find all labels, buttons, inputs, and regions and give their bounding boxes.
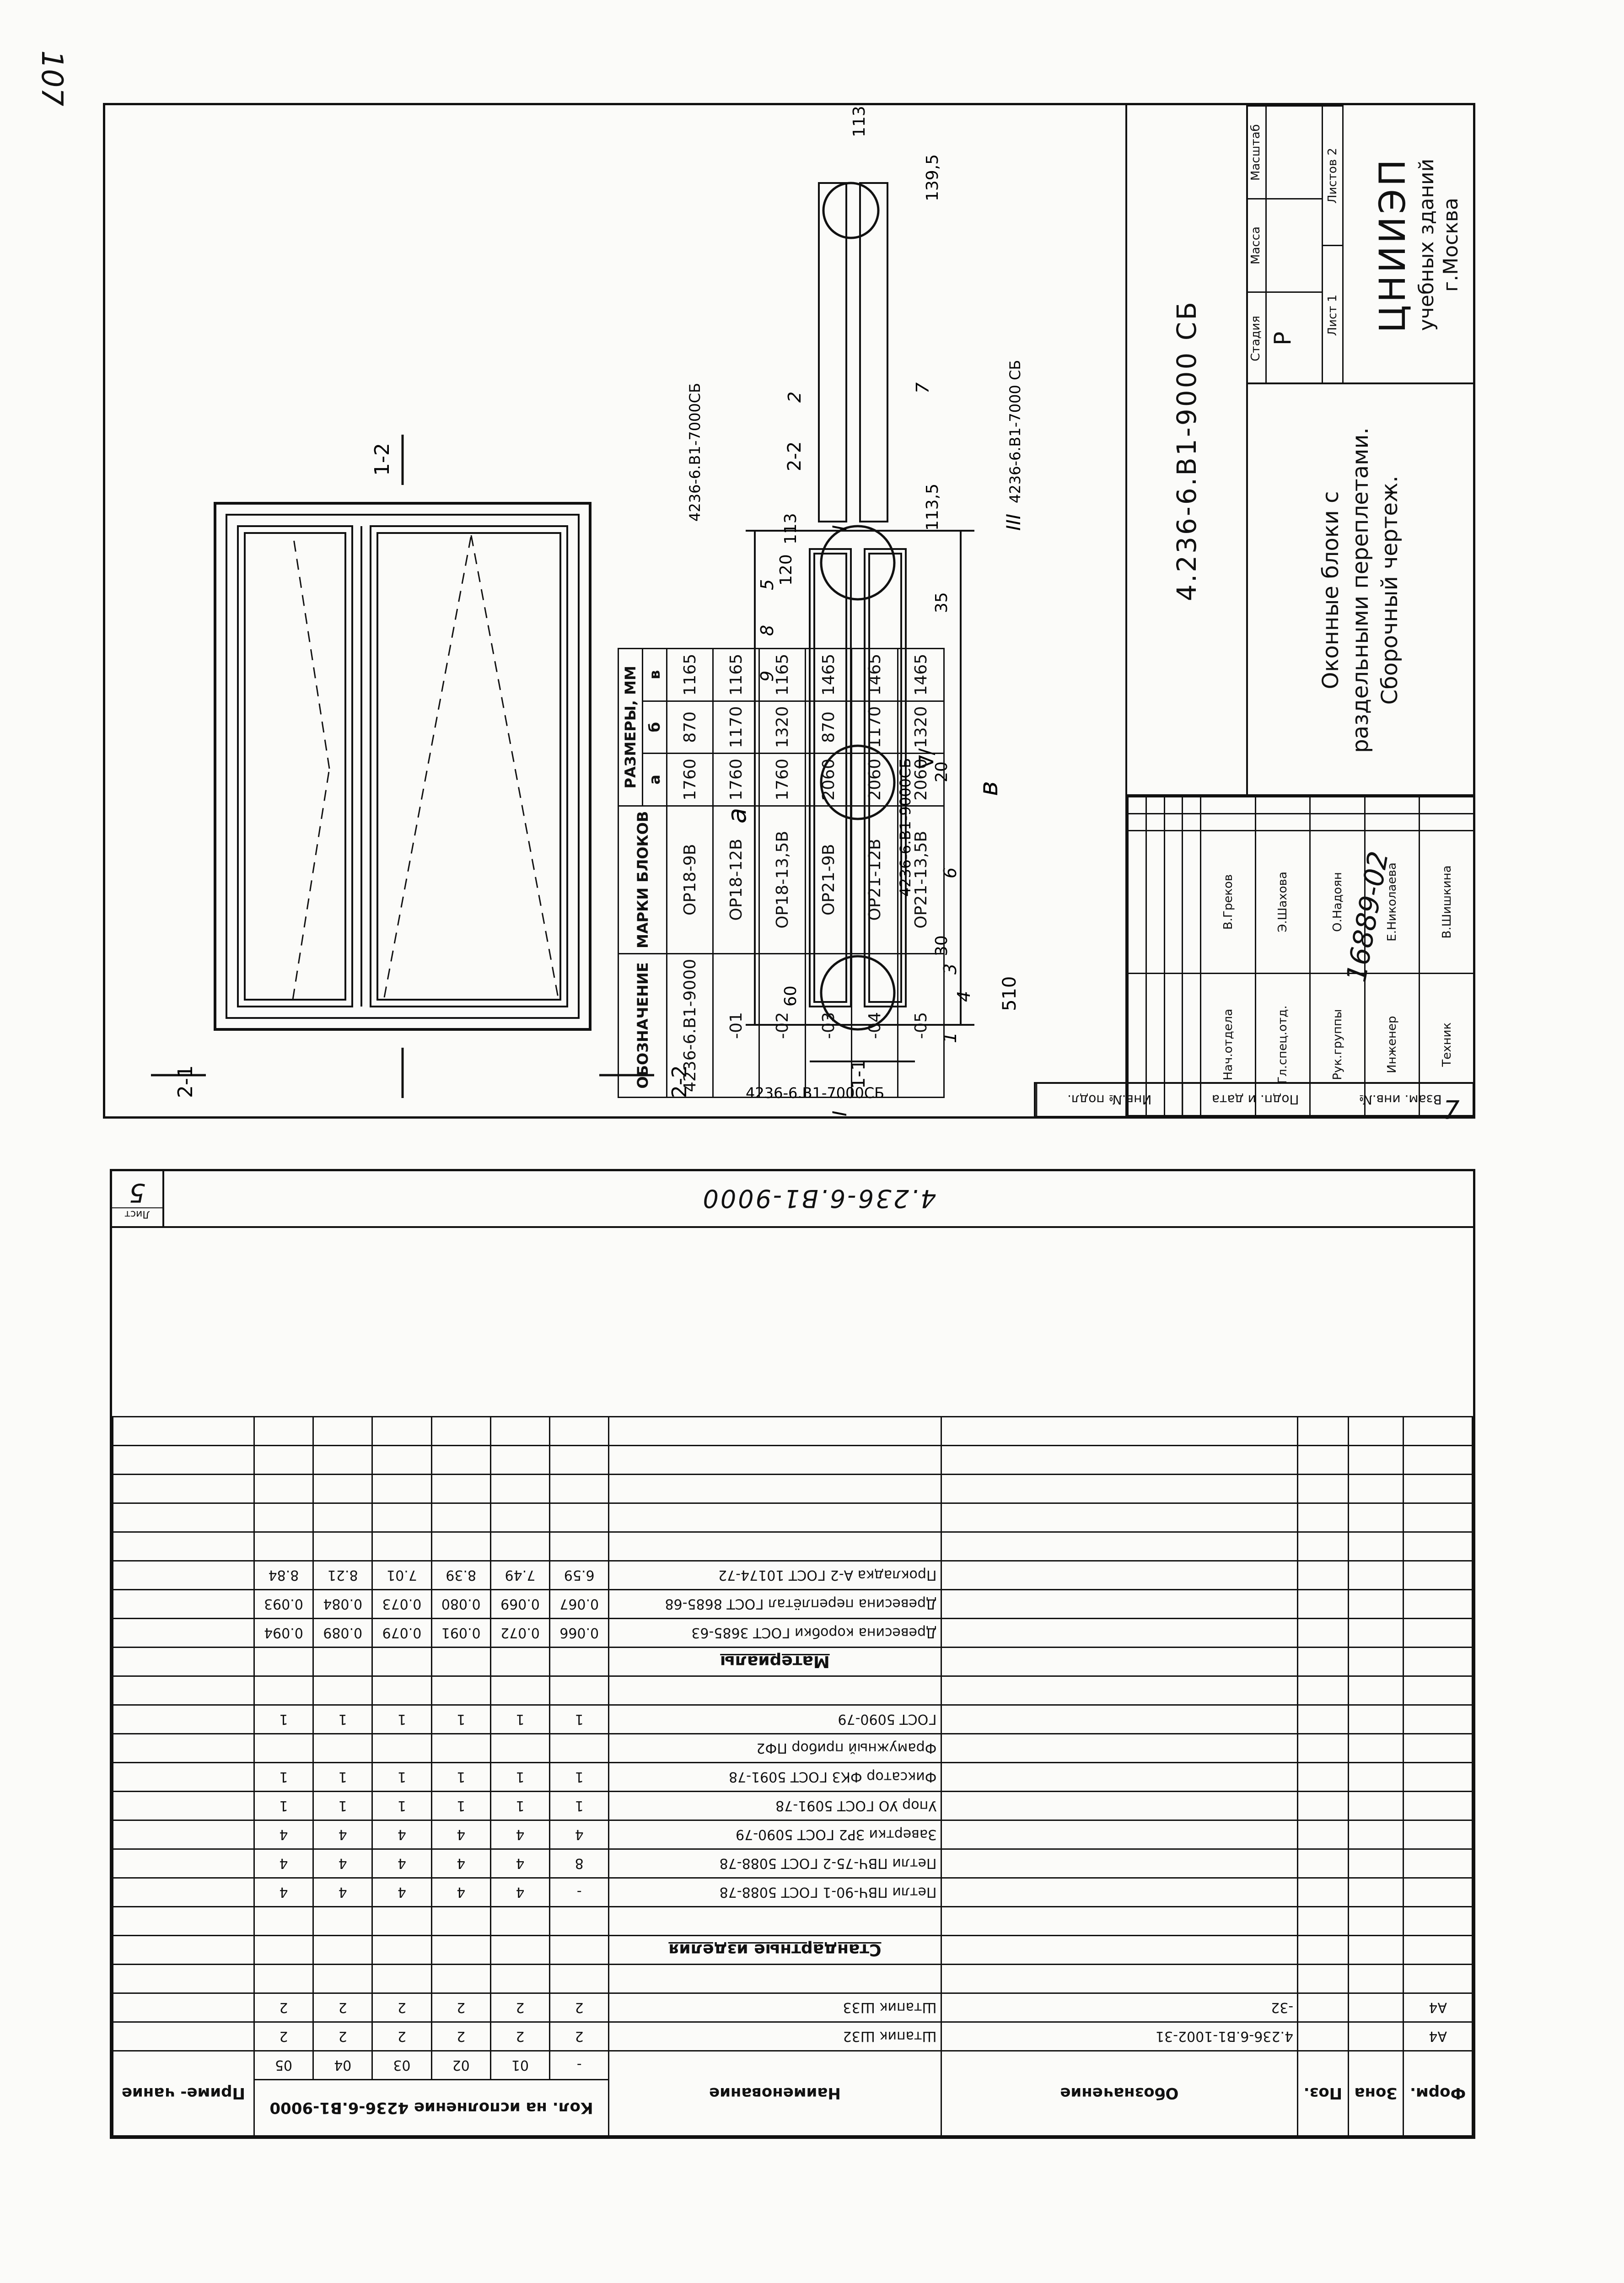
spec-header: Форм. Зона Поз. Обозначение Наименование… xyxy=(113,2051,1473,2136)
callout-2: 2 xyxy=(785,392,805,403)
spec-footer: 4.236-6.В1-9000 Лист 5 xyxy=(112,1171,1473,1228)
drawing-area: 2-1 2-2 1-2 а xyxy=(105,105,1125,1116)
dim-letter-a: а xyxy=(722,808,752,824)
col-designation: ОБОЗНАЧЕНИЕ xyxy=(618,953,667,1098)
cut-mark-right: I xyxy=(828,525,851,531)
document-title: Оконные блоки с раздельными переплетами.… xyxy=(1246,382,1475,796)
dim-20: 20 xyxy=(932,761,951,782)
spec-row xyxy=(113,1503,1473,1532)
section-2-2-label: 2-2 xyxy=(784,442,805,471)
block-sizes-table: ОБОЗНАЧЕНИЕ МАРКИ БЛОКОВ РАЗМЕРЫ, ММ а б… xyxy=(618,648,945,1098)
grade-mark: ∇/ xyxy=(915,748,938,769)
dim-30: 30 xyxy=(932,935,951,956)
dim-35: 35 xyxy=(932,592,951,613)
table-row: -04 ОР21-12В 2060 1170 1465 xyxy=(851,648,898,1098)
spec-row xyxy=(113,1906,1473,1936)
window-elevation xyxy=(151,435,654,1098)
table-row: -01 ОР18-12В 1760 1170 1165 xyxy=(713,648,759,1098)
corner-handwritten-note: 107 xyxy=(35,50,69,107)
spec-row: Фрамужный прибор ПФ2 xyxy=(113,1734,1473,1763)
dim-139-5: 139,5 xyxy=(923,154,942,201)
ref-7000-left: 4236-6.В1-7000СБ xyxy=(746,1084,884,1102)
callout-7: 7 xyxy=(913,382,933,393)
table-row: 4236-6.В1-9000 ОР18-9В 1760 870 1165 xyxy=(667,648,713,1098)
callout-6: 6 xyxy=(940,867,960,878)
dim-60: 60 xyxy=(781,985,800,1007)
dim-113-5: 113,5 xyxy=(923,484,942,531)
cut-mark-iii: III xyxy=(1002,514,1025,531)
stage-value: Р xyxy=(1267,291,1322,384)
col-v: в xyxy=(642,648,667,701)
dim-letter-b: в xyxy=(974,781,1004,796)
table-row: -05 ОР21-13,5В 2060 1320 1465 xyxy=(898,648,944,1098)
spec-row xyxy=(113,1474,1473,1503)
section-2-2 xyxy=(818,182,888,522)
document-code: 4.236-6.В1-9000 СБ xyxy=(1127,105,1248,796)
table-row: -03 ОР21-9В 2060 870 1465 xyxy=(805,648,852,1098)
sheets-label: Листов 2 xyxy=(1323,105,1342,245)
organization: ЦНИИЭП учебных зданий г.Москва xyxy=(1372,156,1463,333)
mass-label: Масса xyxy=(1246,198,1265,291)
dim-510: 510 xyxy=(999,976,1020,1011)
assembly-drawing: 2-1 2-2 1-2 а xyxy=(151,106,1025,1116)
callout-4: 4 xyxy=(954,991,974,1002)
ref-9000: 4236-6.В1-9000СБ xyxy=(897,758,914,897)
callout-9: 9 xyxy=(757,671,777,682)
sheet-number-box: Лист 5 xyxy=(112,1171,164,1226)
spec-row xyxy=(113,1416,1473,1446)
col-a: а xyxy=(642,753,667,806)
dim-120: 120 xyxy=(777,554,796,586)
col-b: б xyxy=(642,701,667,754)
assembly-drawing-sheet: 2-1 2-2 1-2 а xyxy=(103,103,1475,1119)
callout-8: 8 xyxy=(757,625,777,636)
callout-5: 5 xyxy=(757,579,777,590)
signature-row: Гл.спец.отд.Э.Шахова xyxy=(1255,797,1310,1116)
filing-strip: Инв.№ подл. Подп. и дата Взам. инв.№ xyxy=(1034,1082,1474,1118)
spec-row xyxy=(113,1445,1473,1475)
spec-row xyxy=(113,1964,1473,1993)
callout-1: 1 xyxy=(940,1032,960,1043)
scale-label: Масштаб xyxy=(1246,105,1265,199)
spec-doc-code: 4.236-6.В1-9000 xyxy=(701,1184,936,1213)
table-row: -02 ОР18-13,5В 1760 1320 1165 xyxy=(759,648,806,1098)
section-mark-1-2: 1-2 xyxy=(371,443,394,476)
col-sizes: РАЗМЕРЫ, ММ xyxy=(618,648,643,806)
specification-table: Форм. Зона Поз. Обозначение Наименование… xyxy=(112,1416,1473,2137)
section-1-1-label: 1-1 xyxy=(848,1059,869,1089)
section-mark-2-2-left: 2-2 xyxy=(668,1065,691,1098)
ref-7000-iii: 4236-6.В1-7000 СБ xyxy=(1006,360,1024,503)
stage-label: Стадия xyxy=(1246,291,1265,384)
cut-mark-left: I xyxy=(828,1111,851,1116)
page-mark: 7 xyxy=(1443,1096,1460,1125)
dim-113: 113 xyxy=(781,513,800,544)
col-mark: МАРКИ БЛОКОВ xyxy=(618,806,667,954)
sheet-label: Лист 1 xyxy=(1323,245,1342,384)
callout-3: 3 xyxy=(940,964,960,975)
spec-row xyxy=(113,1676,1473,1705)
section-row: Стандартные изделия xyxy=(113,1935,1473,1965)
section-mark-2-1: 2-1 xyxy=(174,1065,197,1098)
spec-row xyxy=(113,1532,1473,1561)
section-1-1 xyxy=(746,525,974,1062)
ref-7000-right: 4236-6.В1-7000СБ xyxy=(686,383,704,522)
dim-113-b: 113 xyxy=(850,106,869,137)
specification-sheet: Форм. Зона Поз. Обозначение Наименование… xyxy=(110,1169,1475,2139)
section-row: Материалы xyxy=(113,1647,1473,1676)
stage-block: Стадия Масса Масштаб Р Лист 1 Листов 2 xyxy=(1246,105,1475,384)
